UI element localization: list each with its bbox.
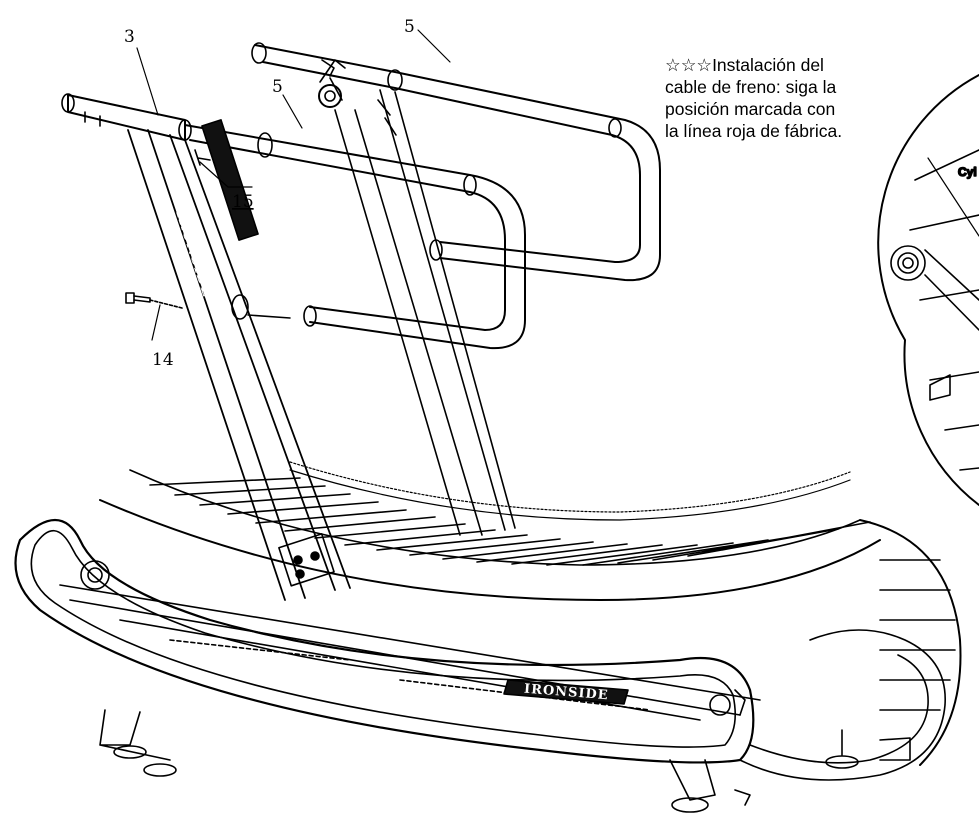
brake-cable-note: ☆☆☆Instalación del cable de freno: siga …	[665, 55, 843, 141]
inset-bolt	[890, 245, 926, 281]
bolt-14	[125, 292, 183, 309]
inset-label: Cyl	[958, 165, 977, 179]
front-handrail	[184, 124, 526, 350]
left-grip	[61, 93, 192, 141]
treadmill-base	[14, 461, 962, 813]
callout-3: 3	[124, 27, 135, 47]
callout-15: 15	[232, 192, 254, 212]
callout-14: 14	[152, 350, 174, 370]
upright-brand-text: IRONSIDE	[172, 208, 215, 299]
base-brand-text: IRONSIDE	[523, 682, 609, 704]
callout-5-rear: 5	[404, 17, 415, 37]
callout-5-front: 5	[272, 77, 283, 97]
detail-inset: Cyl	[877, 74, 979, 506]
upright-brand-plate	[201, 119, 259, 241]
callout-leaders	[136, 29, 451, 341]
front-upright	[127, 129, 351, 601]
note-leader-line	[927, 157, 979, 237]
base-brand-plate	[503, 679, 629, 705]
rear-handrail	[251, 42, 661, 282]
rear-upright	[334, 89, 516, 536]
